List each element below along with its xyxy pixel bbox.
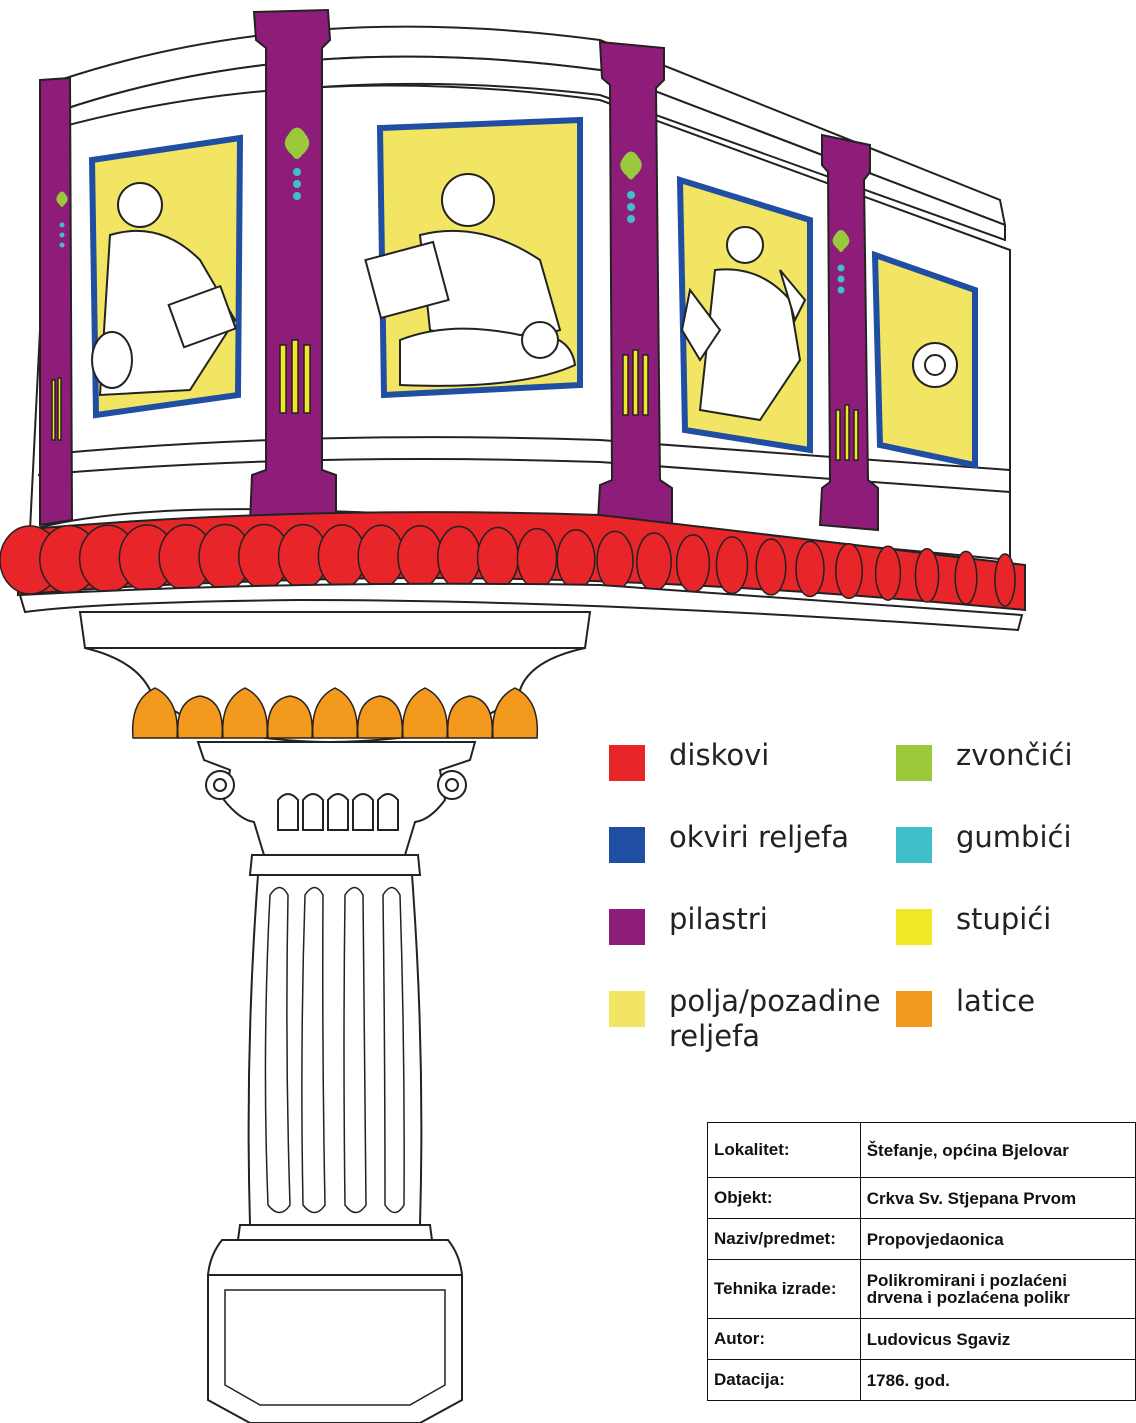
legend-swatch <box>609 991 645 1027</box>
info-key: Datacija: <box>708 1360 861 1401</box>
info-value: Propovjedaonica <box>860 1219 1135 1260</box>
table-row: Datacija: 1786. god. <box>708 1360 1136 1401</box>
info-value: Štefanje, općina Bjelovar <box>860 1123 1135 1178</box>
legend-swatch <box>896 909 932 945</box>
legend-swatch <box>896 991 932 1027</box>
table-row: Autor: Ludovicus Sgaviz <box>708 1319 1136 1360</box>
legend-label: zvončići <box>956 738 1073 773</box>
disc <box>677 535 710 592</box>
legend-label: gumbići <box>956 820 1072 855</box>
disc <box>358 525 404 587</box>
legend-item-stupici: stupići <box>896 902 1051 945</box>
disc <box>438 527 480 588</box>
disc <box>836 544 862 599</box>
legend-swatch <box>896 745 932 781</box>
rosette-icon <box>913 343 957 387</box>
disc <box>876 546 901 600</box>
legend-label: stupići <box>956 902 1051 937</box>
legend-swatch <box>609 827 645 863</box>
disc <box>796 541 824 596</box>
info-value: Ludovicus Sgaviz <box>860 1319 1135 1360</box>
legend-item-okviri-reljefa: okviri reljefa <box>609 820 849 863</box>
disc <box>478 527 519 587</box>
legend-label: polja/pozadine reljefa <box>669 984 889 1054</box>
column-shaft <box>249 875 422 1225</box>
legend-item-gumbici: gumbići <box>896 820 1072 863</box>
disc <box>756 539 786 595</box>
info-value-line: Polikromirani i pozlaćeni <box>867 1272 1129 1289</box>
legend-item-diskovi: diskovi <box>609 738 769 781</box>
info-key: Lokalitet: <box>708 1123 861 1178</box>
disc <box>398 526 442 588</box>
table-row: Objekt: Crkva Sv. Stjepana Prvom <box>708 1178 1136 1219</box>
legend-item-pilastri: pilastri <box>609 902 768 945</box>
legend-swatch <box>609 909 645 945</box>
legend-item-zvoncici: zvončići <box>896 738 1073 781</box>
legend-swatch <box>609 745 645 781</box>
legend-item-latice: latice <box>896 984 1035 1027</box>
table-row: Lokalitet: Štefanje, općina Bjelovar <box>708 1123 1136 1178</box>
info-value: Polikromirani i pozlaćeni drvena i pozla… <box>860 1260 1135 1319</box>
disc <box>955 551 977 604</box>
legend-label: latice <box>956 984 1035 1019</box>
info-key: Autor: <box>708 1319 861 1360</box>
info-value: Crkva Sv. Stjepana Prvom <box>860 1178 1135 1219</box>
table-row: Tehnika izrade: Polikromirani i pozlaćen… <box>708 1260 1136 1319</box>
info-key: Objekt: <box>708 1178 861 1219</box>
info-value-line: drvena i pozlaćena polikr <box>867 1289 1129 1306</box>
table-row: Naziv/predmet: Propovjedaonica <box>708 1219 1136 1260</box>
disc <box>517 529 556 589</box>
legend-swatch <box>896 827 932 863</box>
info-value: 1786. god. <box>860 1360 1135 1401</box>
disc <box>557 530 595 589</box>
legend-label: pilastri <box>669 902 768 937</box>
legend-label: okviri reljefa <box>669 820 849 855</box>
disc <box>716 537 747 593</box>
disc <box>995 554 1015 606</box>
legend-label: diskovi <box>669 738 769 773</box>
info-table: Lokalitet: Štefanje, općina Bjelovar Obj… <box>707 1122 1136 1401</box>
info-key: Tehnika izrade: <box>708 1260 861 1319</box>
legend-item-polja-pozadine-reljefa: polja/pozadine reljefa <box>609 984 889 1054</box>
disc <box>637 533 671 591</box>
info-key: Naziv/predmet: <box>708 1219 861 1260</box>
disc <box>915 549 938 602</box>
disc <box>597 531 633 589</box>
column-base <box>208 1225 462 1275</box>
